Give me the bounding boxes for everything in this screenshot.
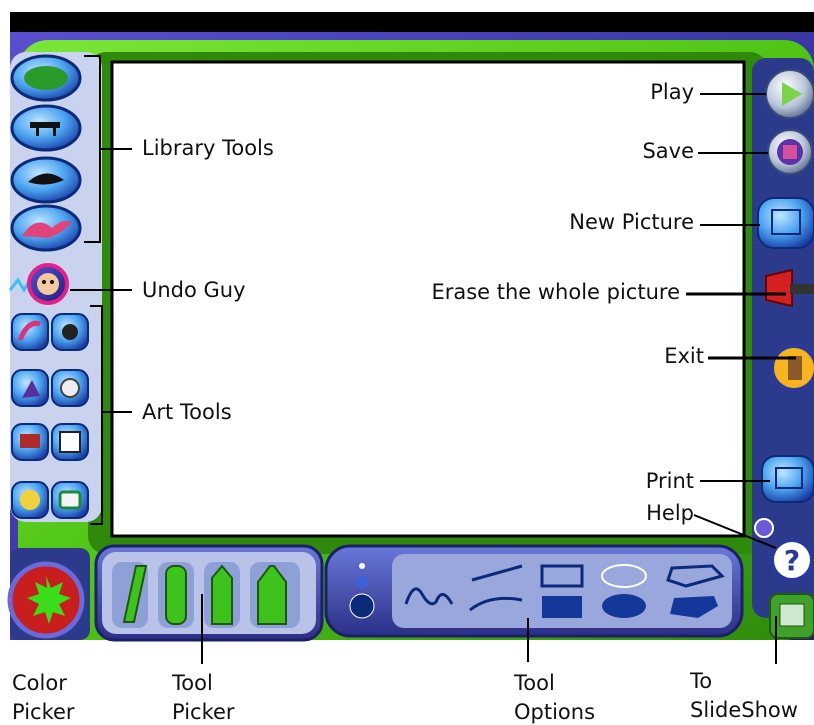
question-mark-icon: ?	[784, 544, 800, 577]
new-page-icon	[771, 209, 801, 235]
save-button[interactable]	[767, 129, 813, 175]
paint-brush-icon	[17, 320, 41, 341]
oval-option[interactable]	[601, 564, 647, 588]
paint-tube-icon	[257, 565, 287, 625]
eraser-block-icon	[58, 490, 82, 510]
new-picture-button[interactable]	[757, 197, 814, 249]
eraser-icon	[60, 378, 80, 398]
label-color-picker-1: Color	[12, 671, 67, 695]
undo-guy-button[interactable]	[8, 263, 69, 305]
marker-icon	[165, 565, 187, 625]
play-icon	[782, 82, 802, 106]
label-color-picker-2: Picker	[12, 700, 75, 724]
tool-options-panel	[324, 544, 744, 638]
drawing-canvas[interactable]	[110, 60, 746, 538]
label-play: Play	[650, 80, 694, 104]
art-tool-mixer[interactable]	[51, 369, 89, 407]
label-exit: Exit	[664, 344, 704, 368]
label-print: Print	[646, 469, 694, 493]
undo-guy-icon	[37, 273, 59, 295]
label-undo-guy: Undo Guy	[142, 278, 246, 302]
art-tool-hand[interactable]	[11, 481, 49, 519]
print-button[interactable]	[761, 455, 814, 503]
landscape-icon	[24, 66, 68, 90]
art-tool-magic[interactable]	[11, 369, 49, 407]
tool-marker[interactable]	[158, 562, 194, 628]
wacky-brush-icon	[22, 220, 72, 238]
polygon-option[interactable]	[666, 564, 725, 588]
line-option[interactable]	[471, 564, 523, 582]
art-tools-group	[11, 305, 132, 525]
crayon-icon	[211, 564, 233, 625]
library-wacky-button[interactable]	[10, 204, 82, 252]
art-tool-frame[interactable]	[51, 423, 89, 461]
filled-oval-option[interactable]	[602, 594, 646, 618]
dynamite-icon	[765, 268, 793, 308]
flying-creature-icon	[28, 173, 64, 185]
erase-all-button[interactable]	[765, 268, 814, 308]
door-icon	[788, 356, 802, 380]
label-tool-picker-2: Picker	[172, 700, 235, 724]
art-tool-paint-brush[interactable]	[11, 313, 49, 351]
library-tools-group	[10, 54, 132, 252]
art-tool-stamp[interactable]	[11, 423, 49, 461]
tool-pencil[interactable]	[112, 562, 148, 628]
label-new-picture: New Picture	[569, 210, 694, 234]
play-button[interactable]	[765, 69, 814, 119]
filled-rectangle-option[interactable]	[542, 596, 582, 618]
art-tools-bracket	[90, 305, 103, 525]
pencil-icon	[122, 565, 148, 623]
library-animal-button[interactable]	[10, 104, 82, 152]
disk-icon	[783, 145, 797, 159]
printer-icon	[775, 467, 803, 489]
label-tool-picker-1: Tool	[171, 671, 213, 695]
color-splat-icon	[27, 576, 71, 624]
exit-button[interactable]	[770, 344, 814, 392]
magic-tool-icon	[22, 380, 40, 398]
label-art-tools: Art Tools	[142, 400, 232, 424]
label-tool-options-2: Options	[514, 700, 595, 724]
label-to-slideshow-2: SlideShow	[690, 698, 798, 722]
stamp-icon	[20, 434, 40, 448]
slideshow-button[interactable]	[769, 593, 814, 639]
art-tool-paint-bucket[interactable]	[51, 313, 89, 351]
curve-option[interactable]	[469, 596, 523, 612]
tool-picker-panel	[94, 544, 324, 642]
line-size-picker[interactable]	[349, 563, 375, 619]
top-bar	[10, 12, 814, 32]
frame-icon	[59, 431, 81, 453]
tool-paint-tube[interactable]	[250, 562, 300, 628]
right-toolbar: ?	[686, 58, 814, 639]
label-save: Save	[642, 139, 694, 163]
label-to-slideshow-1: To	[689, 669, 712, 693]
art-tool-eraser[interactable]	[51, 481, 89, 519]
hand-icon	[20, 490, 40, 510]
library-flying-button[interactable]	[10, 156, 82, 204]
label-library-tools: Library Tools	[142, 136, 274, 160]
help-button[interactable]: ?	[770, 538, 814, 582]
animal-icon	[30, 122, 60, 136]
label-help: Help	[646, 501, 694, 525]
paint-bucket-icon	[62, 324, 78, 340]
tool-crayon[interactable]	[204, 562, 240, 628]
filled-polygon-option[interactable]	[670, 596, 718, 618]
freehand-option[interactable]	[404, 587, 454, 606]
rectangle-option[interactable]	[540, 564, 584, 588]
color-picker-button[interactable]	[7, 548, 90, 640]
small-swirl-icon	[754, 518, 774, 538]
label-erase-whole-picture: Erase the whole picture	[431, 280, 680, 304]
slideshow-grid-icon	[779, 603, 805, 627]
library-landscape-button[interactable]	[10, 54, 82, 102]
label-tool-options-1: Tool	[513, 671, 555, 695]
